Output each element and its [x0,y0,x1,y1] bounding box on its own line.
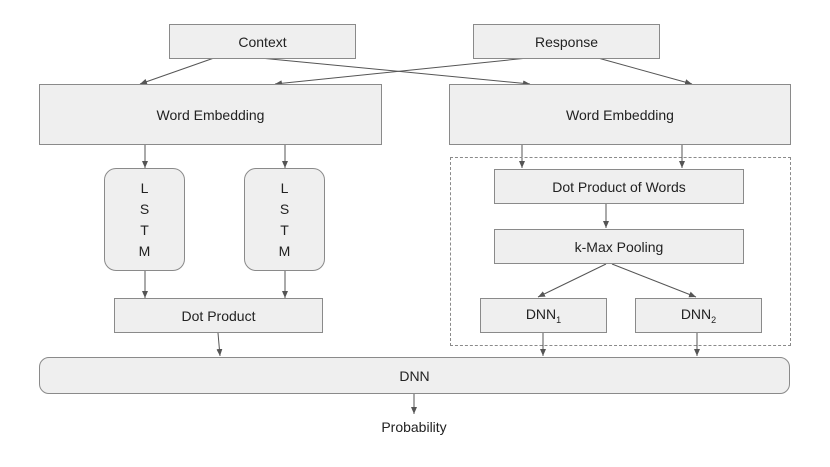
dnn-label: DNN [399,367,430,384]
probability-label: Probability [381,419,447,435]
lstm-right-node: L S T M [244,168,325,271]
context-node: Context [169,24,356,59]
lstm-right-letter: L [280,179,289,196]
dnn1-node: DNN1 [480,298,607,333]
word-embedding-left-node: Word Embedding [39,84,382,145]
lstm-right-letter: S [279,200,290,217]
edge-kmax-to-dnn1 [537,263,607,298]
dnn1-base: DNN [525,306,557,323]
lstm-right-letter: M [278,242,291,259]
dot-product-of-words-node: Dot Product of Words [494,169,744,204]
dot-product-label: Dot Product [181,307,256,324]
word-embedding-right-label: Word Embedding [566,106,674,123]
word-embedding-left-label: Word Embedding [156,106,265,123]
response-label: Response [534,33,599,50]
edge-dot-to-dnn [216,332,223,357]
word-embedding-right-node: Word Embedding [449,84,791,145]
edge-response-to-right-embedding [597,57,693,86]
dnn1-subscript: 1 [556,314,562,325]
context-label: Context [238,33,287,50]
dnn2-node: DNN2 [635,298,762,333]
edge-context-to-right-embedding [259,57,531,87]
edge-response-to-left-embedding [274,57,529,87]
dnn2-base: DNN [680,306,712,323]
k-max-pooling-label: k-Max Pooling [574,238,664,255]
k-max-pooling-node: k-Max Pooling [494,229,744,264]
dnn-node: DNN [39,357,790,394]
lstm-right-letter: T [280,221,289,238]
edge-context-to-left-embedding [139,57,215,85]
dnn2-label: DNN2 [681,306,716,325]
interaction-group [450,157,791,346]
lstm-left-letter: S [139,200,150,217]
edge-kmax-to-dnn2 [611,263,697,298]
lstm-left-letter: M [138,242,151,259]
lstm-left-letter: T [140,221,149,238]
dot-product-of-words-label: Dot Product of Words [552,178,686,195]
dnn1-label: DNN1 [526,306,561,325]
dnn2-subscript: 2 [711,314,717,325]
lstm-left-node: L S T M [104,168,185,271]
response-node: Response [473,24,660,59]
lstm-left-letter: L [140,179,149,196]
dot-product-node: Dot Product [114,298,323,333]
